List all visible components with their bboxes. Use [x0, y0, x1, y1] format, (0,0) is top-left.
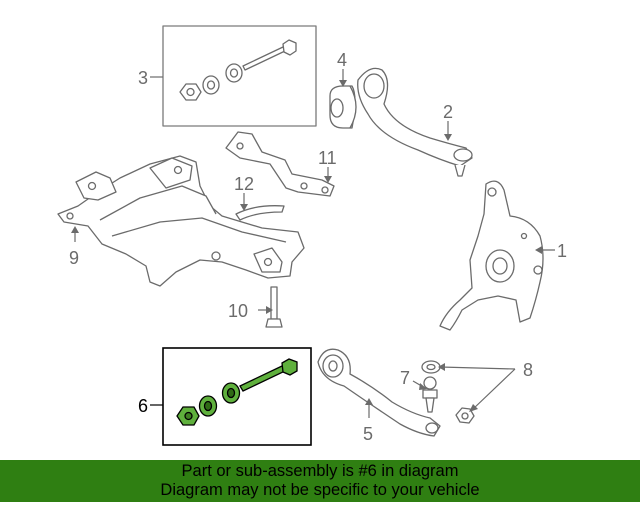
callout-12[interactable]: 12 [234, 174, 254, 194]
callout-4[interactable]: 4 [337, 50, 347, 70]
callout-2[interactable]: 2 [443, 102, 453, 122]
banner-line-2: Diagram may not be specific to your vehi… [160, 481, 480, 499]
callout-3[interactable]: 3 [138, 68, 148, 88]
parts-diagram: 3 4 2 11 12 [57, 25, 567, 446]
info-banner: Part or sub-assembly is #6 in diagram Di… [0, 460, 640, 502]
part-1-knuckle[interactable] [439, 180, 544, 331]
part-12-shim[interactable] [235, 205, 285, 221]
callout-7[interactable]: 7 [400, 368, 410, 388]
part-7-ball-joint[interactable] [422, 376, 438, 413]
part-3-bolt-kit[interactable] [162, 25, 317, 127]
callout-5[interactable]: 5 [363, 424, 373, 444]
callout-9[interactable]: 9 [69, 248, 79, 268]
callout-8[interactable]: 8 [523, 360, 533, 380]
part-9-subframe[interactable] [57, 155, 305, 287]
part-10-bolt[interactable] [265, 286, 283, 328]
part-4-bushing[interactable] [329, 85, 357, 129]
leader-8a [439, 366, 516, 370]
callout-6[interactable]: 6 [138, 396, 148, 416]
leader-8b [471, 368, 516, 411]
part-5-lower-arm[interactable] [317, 348, 441, 437]
part-6-bolt-kit[interactable] [162, 347, 312, 446]
part-2-control-arm[interactable] [357, 67, 473, 177]
callout-11[interactable]: 11 [318, 148, 337, 168]
callout-1[interactable]: 1 [557, 241, 567, 261]
callout-10[interactable]: 10 [228, 301, 248, 321]
banner-line-1: Part or sub-assembly is #6 in diagram [181, 462, 459, 480]
part-8-nuts[interactable] [421, 360, 475, 424]
